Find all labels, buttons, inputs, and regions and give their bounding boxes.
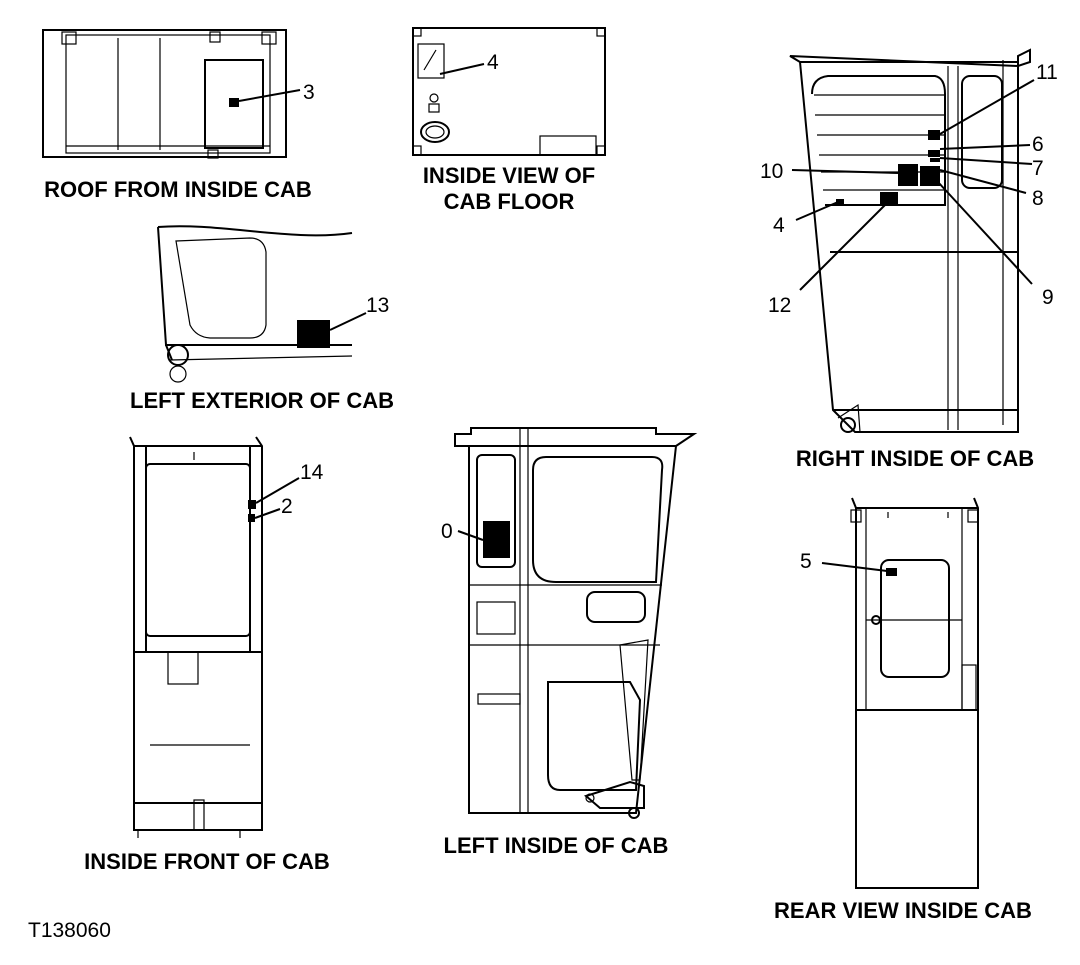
floor-view: 4 INSIDE VIEW OF CAB FLOOR	[412, 27, 606, 214]
caption-right-inside: RIGHT INSIDE OF CAB	[796, 446, 1034, 471]
caption-inside-front: INSIDE FRONT OF CAB	[84, 849, 330, 874]
callout-6: 6	[1032, 133, 1044, 156]
decal-11-marker	[928, 130, 940, 140]
caption-left-inside: LEFT INSIDE OF CAB	[444, 833, 669, 858]
decal-0-marker	[483, 521, 510, 558]
callout-14: 14	[300, 461, 324, 484]
callout-12: 12	[768, 294, 791, 317]
callout-8: 8	[1032, 187, 1044, 210]
callout-13: 13	[366, 294, 389, 317]
caption-roof: ROOF FROM INSIDE CAB	[44, 177, 312, 202]
decal-10-marker	[898, 164, 918, 186]
decal-14-marker	[248, 500, 256, 509]
left-exterior-view: 13 LEFT EXTERIOR OF CAB	[130, 225, 394, 413]
leader-5	[821, 562, 888, 572]
leader-4	[795, 201, 839, 221]
callout-right-4: 4	[773, 214, 785, 237]
leader-7	[939, 157, 1033, 165]
right-inside-view: 11 6 7 10 8 4 9 12 RIGHT INSIDE OF CAB	[760, 48, 1058, 471]
caption-floor-1: INSIDE VIEW OF	[423, 163, 595, 188]
inside-front-view: 14 2 INSIDE FRONT OF CAB	[84, 436, 330, 874]
callout-3: 3	[303, 81, 315, 104]
caption-left-exterior: LEFT EXTERIOR OF CAB	[130, 388, 394, 413]
callout-2: 2	[281, 495, 293, 518]
left-inside-view: 0 LEFT INSIDE OF CAB	[441, 427, 698, 858]
leader-2	[254, 508, 281, 519]
callout-5: 5	[800, 550, 812, 573]
decal-5-marker	[886, 568, 897, 576]
rear-view: 5 REAR VIEW INSIDE CAB	[774, 497, 1032, 923]
leader-9	[937, 181, 1033, 285]
decal-4-marker	[836, 199, 844, 204]
callout-11: 11	[1036, 61, 1058, 84]
decal-13-marker	[297, 320, 330, 348]
leader-10	[791, 169, 899, 174]
caption-rear-view: REAR VIEW INSIDE CAB	[774, 898, 1032, 923]
leader-3	[238, 89, 301, 102]
callout-10: 10	[760, 160, 783, 183]
roof-view: 3 ROOF FROM INSIDE CAB	[42, 29, 315, 202]
decal-12-marker	[880, 192, 898, 204]
decal-7-marker	[930, 158, 940, 162]
leader-12	[799, 201, 889, 291]
leader-11	[939, 79, 1035, 135]
leader-8	[939, 169, 1027, 194]
callout-9: 9	[1042, 286, 1054, 309]
decal-8-marker	[920, 166, 940, 186]
decal-2-marker	[248, 514, 255, 522]
leader-0	[457, 530, 484, 541]
callout-7: 7	[1032, 157, 1044, 180]
leader-floor-4	[439, 63, 485, 75]
leader-13	[329, 312, 367, 331]
callout-floor-4: 4	[487, 51, 499, 74]
leader-14	[255, 477, 300, 504]
callout-0: 0	[441, 520, 453, 543]
decal-6-marker	[928, 150, 940, 157]
figure-id: T138060	[28, 919, 111, 942]
caption-floor-2: CAB FLOOR	[444, 189, 575, 214]
leader-6	[939, 144, 1031, 150]
decal-3-marker	[229, 98, 239, 107]
